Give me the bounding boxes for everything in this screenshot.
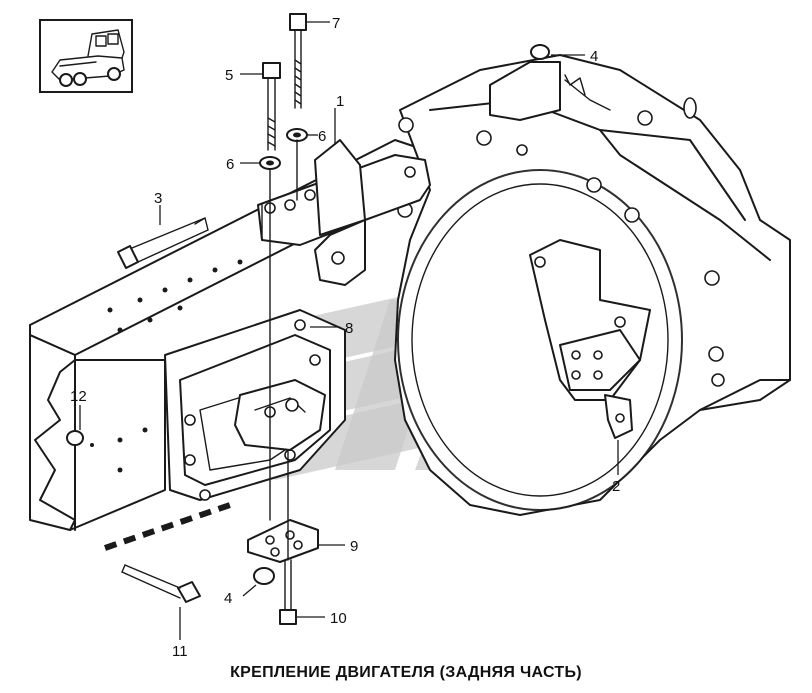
- mount-block: [234, 379, 326, 451]
- callout-2: 2: [612, 478, 620, 495]
- bolt-7: [289, 13, 307, 109]
- callout-6-left: 6: [226, 156, 234, 173]
- bracket-2: [529, 239, 651, 439]
- washer-6-right: [286, 128, 308, 142]
- assembly-centerlines: [269, 139, 298, 561]
- callout-3: 3: [154, 190, 162, 207]
- bolt-10: [279, 559, 297, 625]
- nut-4-bottom: [253, 567, 275, 585]
- callout-4-bottom: 4: [224, 590, 232, 607]
- callout-7: 7: [332, 15, 340, 32]
- frame-holes: [107, 259, 243, 473]
- callout-6-right: 6: [318, 128, 326, 145]
- bracket-1: [257, 139, 431, 286]
- callout-10: 10: [330, 610, 347, 627]
- callout-1: 1: [336, 93, 344, 110]
- callout-4-top: 4: [590, 48, 598, 65]
- callout-11: 11: [172, 643, 188, 660]
- washer-6-left: [259, 156, 281, 170]
- nut-4-top: [530, 44, 550, 60]
- nut-12: [66, 430, 94, 447]
- bolt-3: [117, 217, 209, 269]
- truck-thumbnail: [39, 19, 133, 93]
- bolt-5: [262, 62, 281, 151]
- callout-labels: 7 5 6 6 3 1 4 8 9 10 4 11 12 2: [70, 15, 620, 660]
- plate-9: [247, 519, 319, 563]
- callout-5: 5: [225, 67, 233, 84]
- callout-12: 12: [70, 388, 87, 405]
- callout-9: 9: [350, 538, 358, 555]
- diagram-caption: КРЕПЛЕНИЕ ДВИГАТЕЛЯ (ЗАДНЯЯ ЧАСТЬ): [230, 664, 582, 681]
- bolt-11: [121, 564, 201, 603]
- callout-8: 8: [345, 320, 353, 337]
- callout-leaders: [79, 21, 619, 640]
